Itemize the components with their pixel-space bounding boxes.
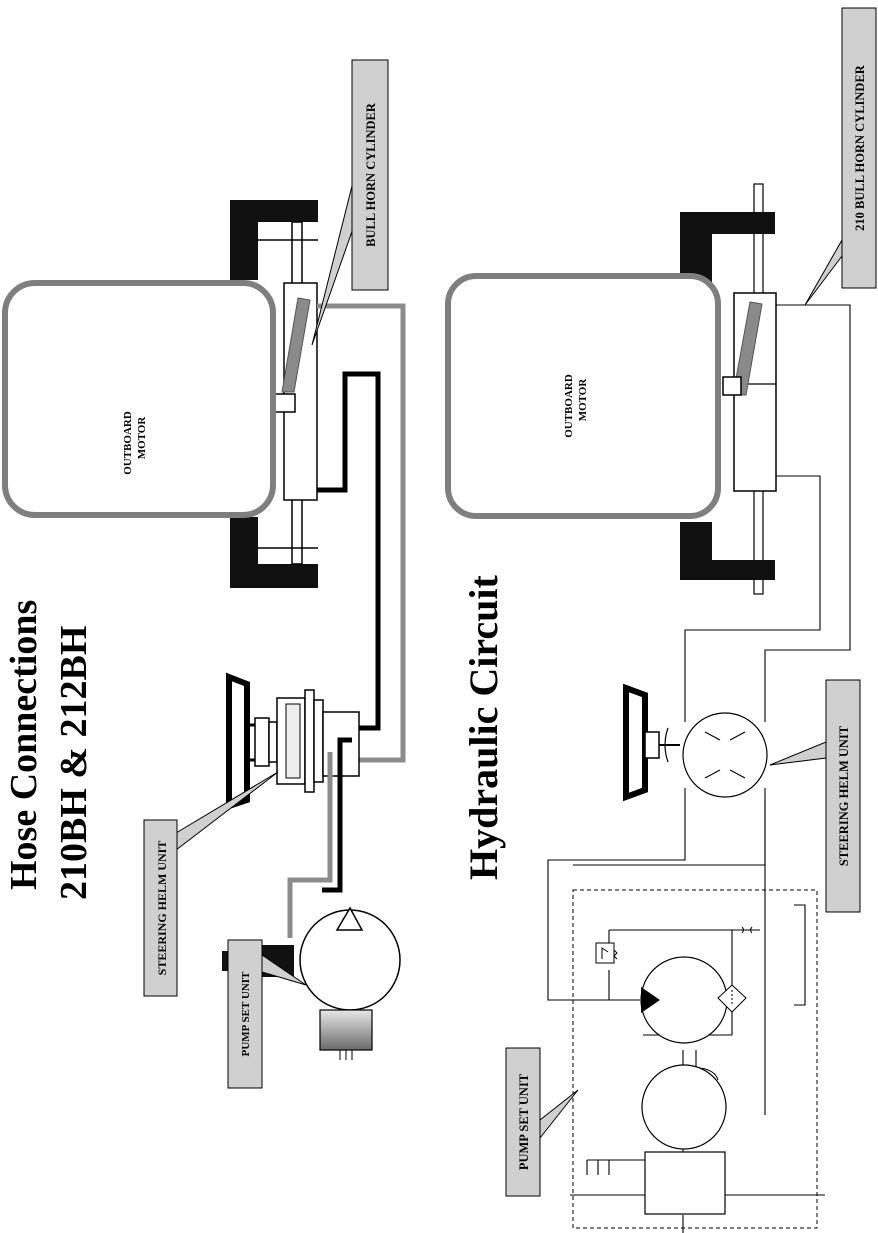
- outboard-motor-label-line2: MOTOR: [136, 416, 148, 460]
- motor-mount-bracket-bottom: [230, 517, 318, 588]
- label-bull-horn-cylinder: BULL HORN CYLINDER: [364, 102, 378, 247]
- callout-pump-set-unit-210: [505, 1047, 541, 1197]
- black-hose-cylinder-helm: [317, 371, 381, 731]
- label-steering-helm-unit: STEERING HELM UNIT: [155, 841, 169, 976]
- hydraulic-circuit-diagram: OUTBOARD MOTOR: [445, 7, 877, 1233]
- grey-hose-cylinder-helm: [317, 303, 406, 763]
- grey-hose-helm-pump: [287, 752, 333, 938]
- hydraulic-lines: [547, 304, 851, 1233]
- label-pump-set-unit: PUMP SET UNIT: [240, 971, 252, 1056]
- callout-pointer-210-bull-horn: [804, 238, 843, 306]
- outboard-motor-label-line1-210: OUTBOARD: [563, 374, 575, 438]
- label-pump-set-unit-210: PUMP SET UNIT: [517, 1073, 531, 1170]
- outboard-motor-210: [445, 273, 721, 519]
- outboard-motor-label-line2-210: MOTOR: [577, 378, 589, 422]
- motor-mount-bracket-top-210: [680, 212, 775, 290]
- outboard-motor-label-line1: OUTBOARD: [122, 411, 134, 475]
- callout-steering-helm-unit: [143, 819, 178, 997]
- callout-pointer-steering-helm-210: [769, 741, 827, 766]
- label-210-bull-horn-cylinder: 210 BULL HORN CYLINDER: [853, 64, 867, 231]
- hose-connections-diagram: OUTBOARD MOTOR: [2, 59, 406, 1089]
- title-hose-connections: Hose Connections: [3, 600, 45, 890]
- callout-bull-horn-cylinder: [351, 59, 389, 291]
- motor-mount-bracket-top: [230, 200, 318, 280]
- callout-steering-helm-unit-210: [825, 679, 861, 913]
- label-steering-helm-unit-210: STEERING HELM UNIT: [837, 725, 851, 866]
- pump-set-unit-210: [595, 926, 753, 1215]
- title-model-numbers: 210BH & 212BH: [53, 626, 95, 900]
- steering-helm-unit-210: [623, 683, 768, 802]
- pump-set-boundary: [572, 889, 818, 1229]
- black-hose-helm-pump: [322, 737, 352, 893]
- callout-pointer-pump-set-210: [539, 1089, 579, 1140]
- outboard-motor: [2, 280, 276, 518]
- motor-mount-bracket-bottom-210: [680, 522, 775, 580]
- steering-wheel: [226, 672, 250, 811]
- callout-pump-set-unit: [227, 939, 263, 1089]
- tiller-arm: [281, 297, 311, 393]
- title-hydraulic-circuit: Hydraulic Circuit: [461, 575, 506, 880]
- callout-210-bull-horn-cylinder: [841, 7, 877, 289]
